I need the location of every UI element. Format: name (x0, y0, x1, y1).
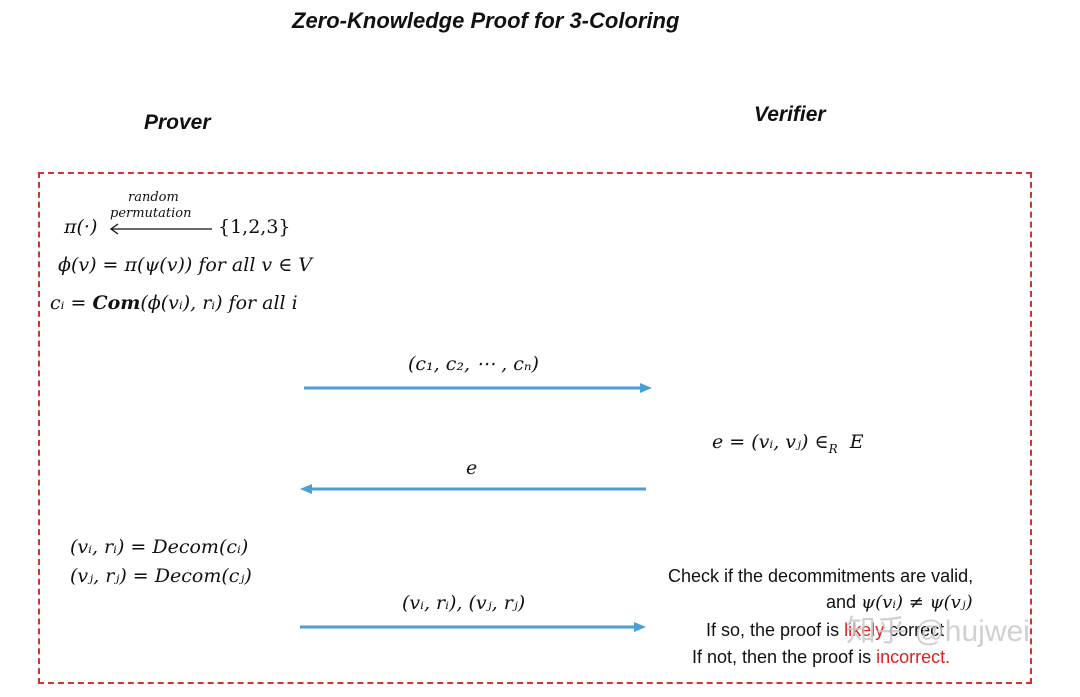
decommit-i: (vᵢ, rᵢ) = Decom(cᵢ) (70, 536, 249, 558)
result-correct: If so, the proof is likely correct (706, 620, 945, 640)
diagram-title: Zero-Knowledge Proof for 3-Coloring (292, 8, 680, 33)
check-line-1: Check if the decommitments are valid, (668, 566, 974, 586)
openings-message: (vᵢ, rᵢ), (vⱼ, rⱼ) (402, 592, 526, 614)
phi-equation: ϕ(v) = π(ψ(v)) for all v ∈ V (58, 254, 313, 276)
commitments-message: (c₁, c₂, ⋯ , cₙ) (408, 353, 539, 375)
decommit-j: (vⱼ, rⱼ) = Decom(cⱼ) (70, 565, 252, 587)
color-set: {1,2,3} (218, 216, 291, 238)
commitment-equation: cᵢ = Com(ϕ(vᵢ), rᵢ) for all i (50, 292, 298, 314)
verifier-label: Verifier (754, 103, 826, 126)
challenge-equation: e = (vᵢ, vⱼ) ∈R E (712, 431, 864, 456)
arrow-to-prover-challenge (300, 484, 646, 494)
result-incorrect: If not, then the proof is incorrect. (692, 647, 951, 667)
arrow-to-verifier-openings (300, 622, 646, 632)
permutation-label-top: random (128, 190, 179, 205)
watermark: 知乎 @hujwei (846, 615, 1030, 648)
permutation-arrow (109, 223, 212, 235)
check-line-2: and ψ(vᵢ) ≠ ψ(vⱼ) (826, 592, 973, 613)
permutation-pi: π(·) (64, 216, 98, 238)
prover-label: Prover (144, 111, 211, 134)
challenge-message: e (466, 457, 478, 479)
permutation-label-bottom: permutation (110, 206, 192, 221)
arrow-to-verifier-commitments (304, 383, 652, 393)
protocol-frame (38, 172, 1032, 684)
